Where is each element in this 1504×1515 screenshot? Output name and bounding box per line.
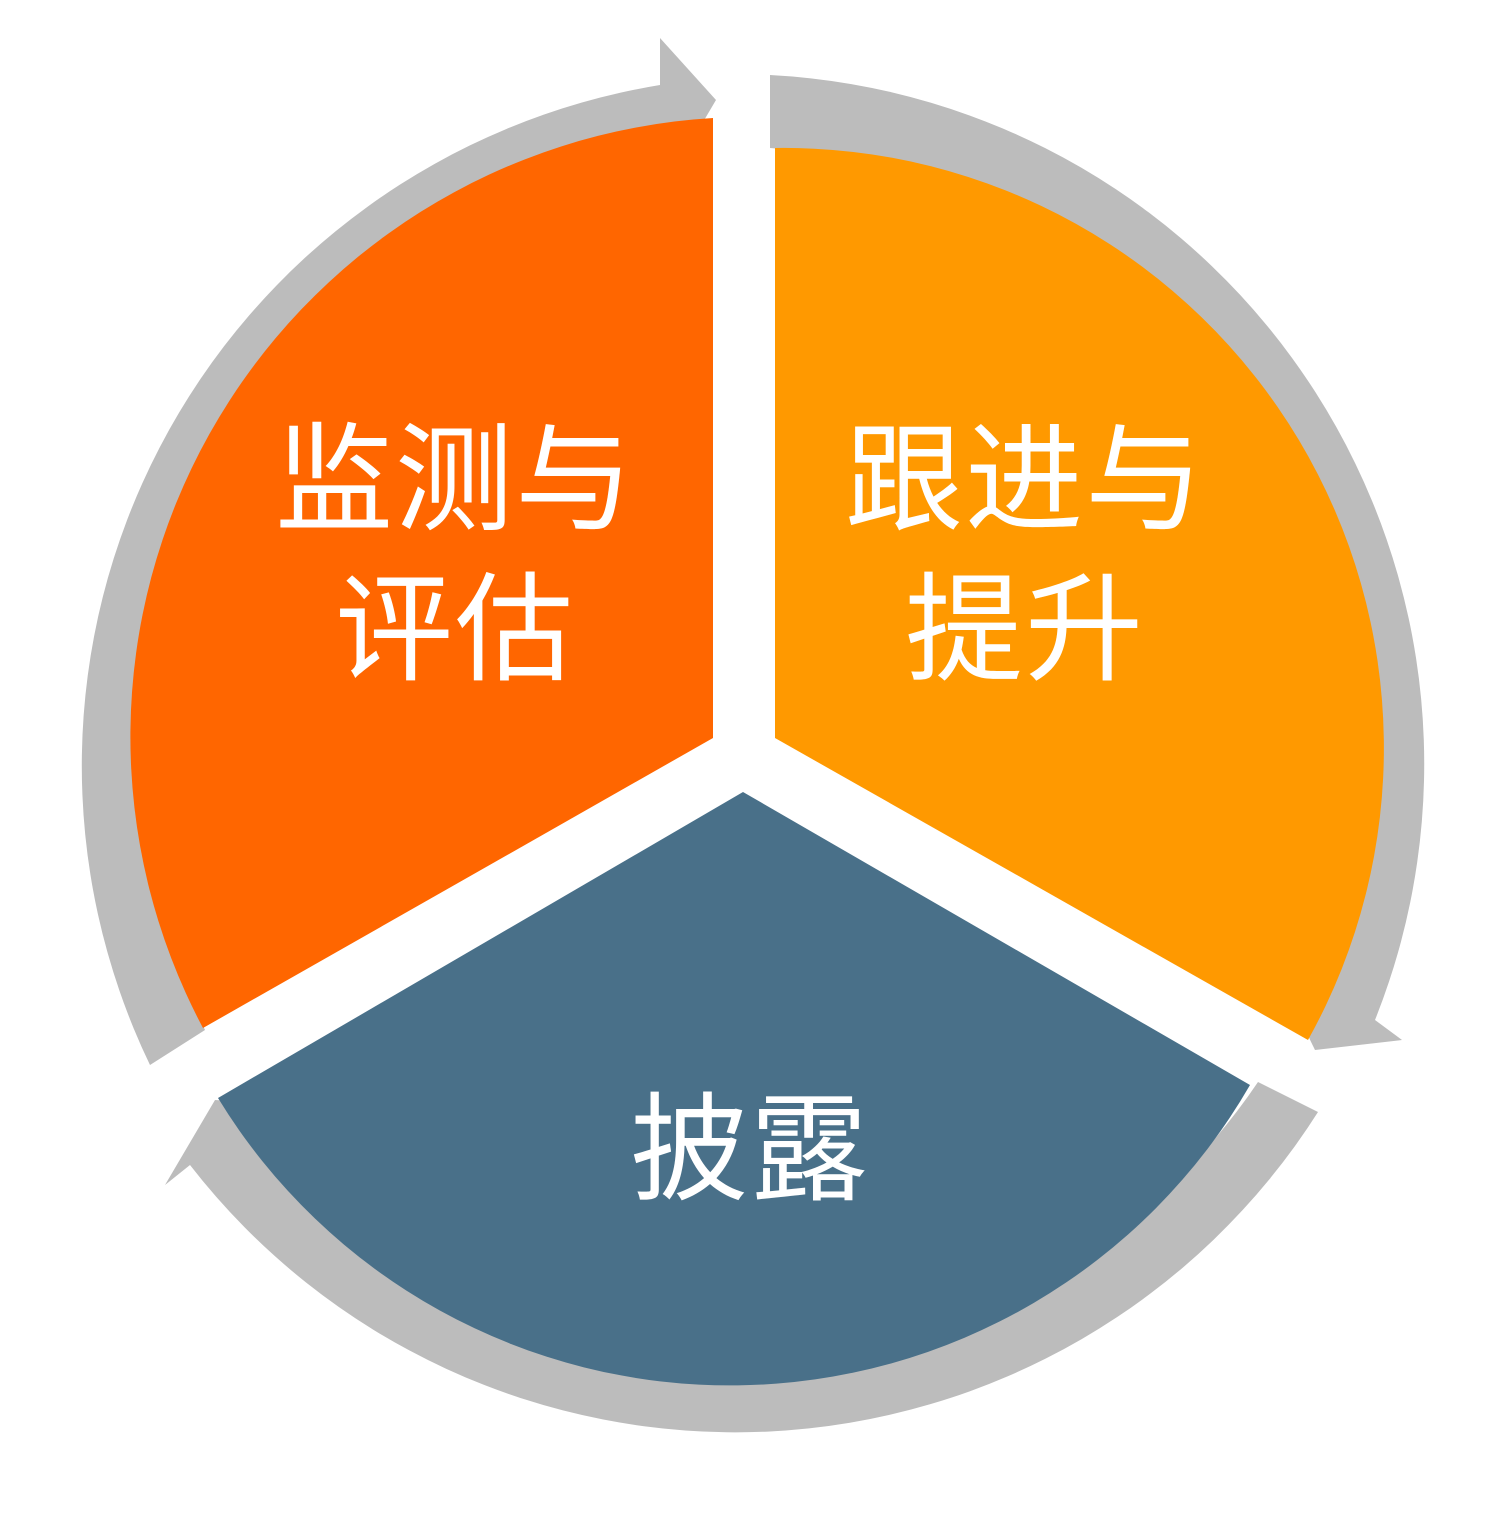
segment-followup bbox=[775, 147, 1384, 1040]
arrow-followup-to-disclose-icon bbox=[770, 75, 1425, 1050]
segment-label-monitor: 监测与 评估 bbox=[274, 411, 635, 699]
arrow-disclose-to-monitor-icon bbox=[165, 1082, 1318, 1433]
cycle-segments bbox=[130, 118, 1384, 1386]
segment-disclose bbox=[218, 792, 1250, 1386]
segment-label-disclose: 披露 bbox=[629, 1081, 870, 1219]
segment-monitor bbox=[130, 118, 713, 1028]
segment-label-followup: 跟进与 提升 bbox=[844, 411, 1205, 699]
